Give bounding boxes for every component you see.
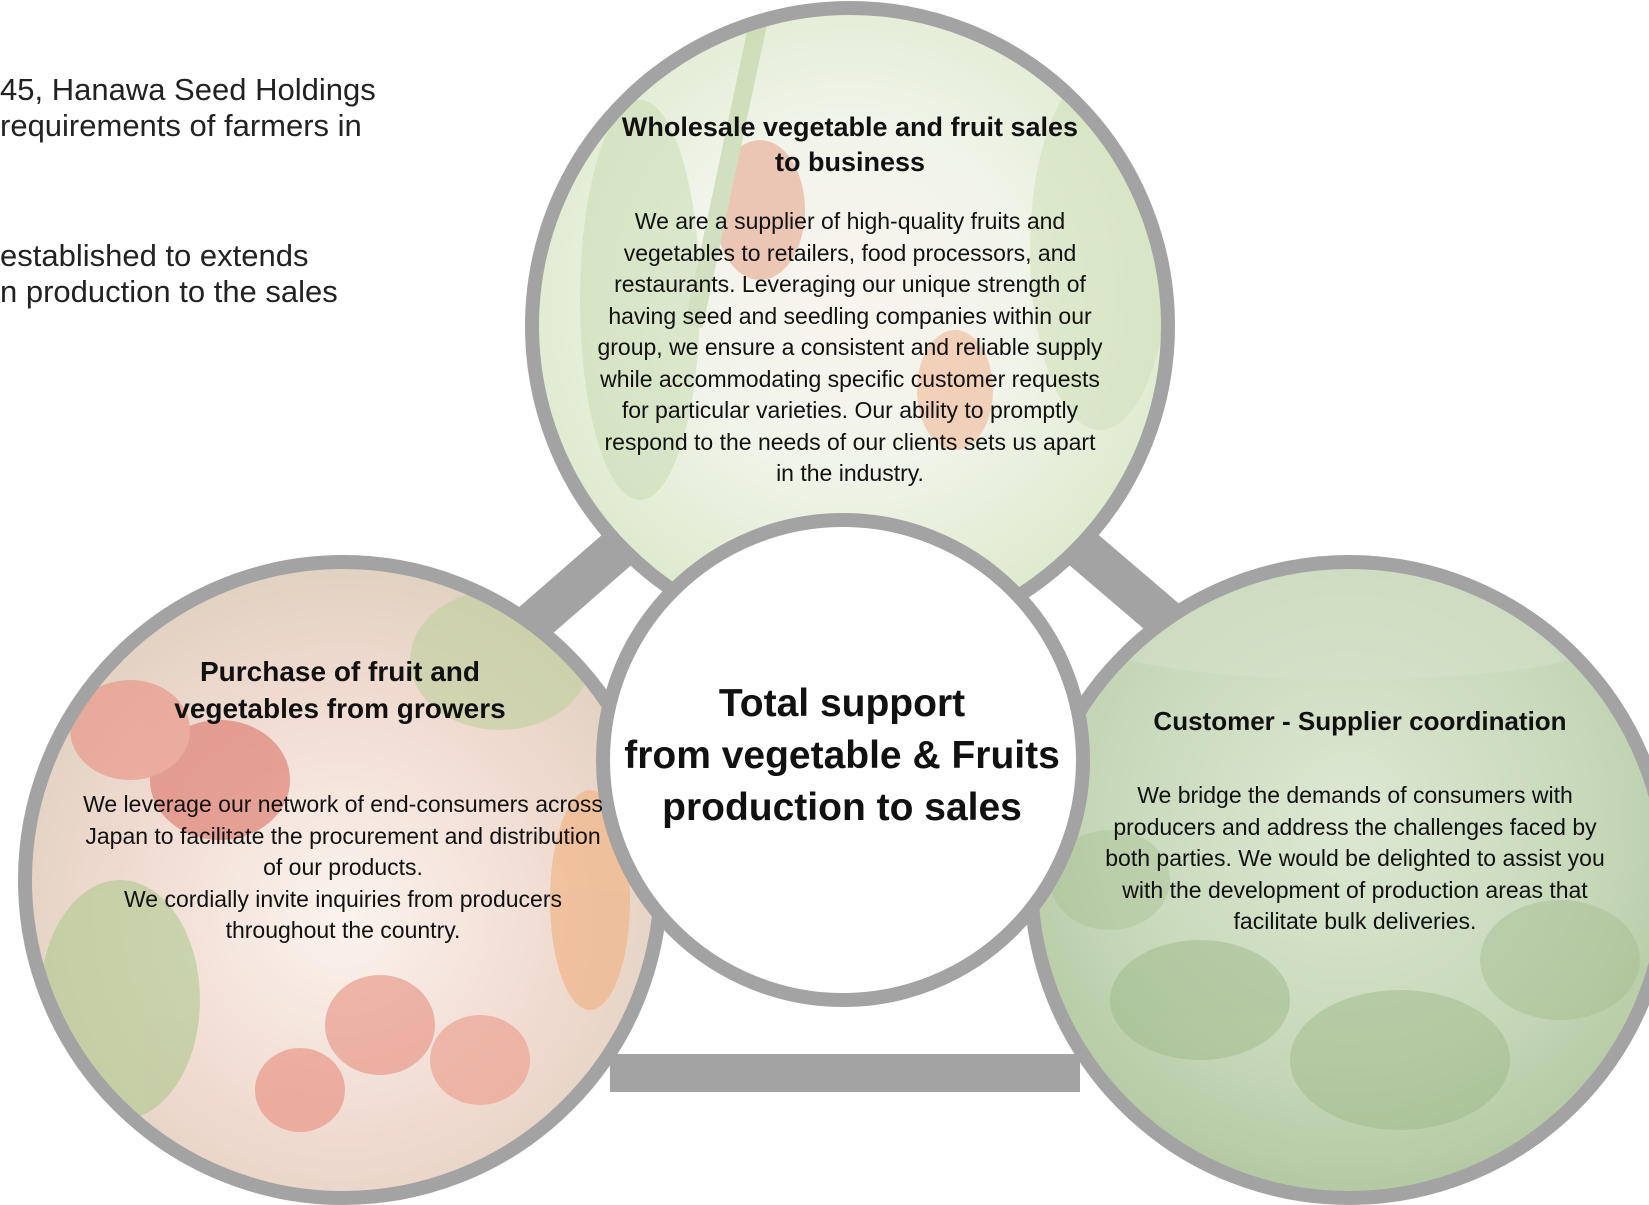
intro-line-2: requirements of farmers in [0,108,362,143]
right-bubble-title: Customer - Supplier coordination [1153,706,1567,736]
intro-line-3: established to extends [0,238,309,273]
center-bubble [596,513,1090,1007]
right-bubble-body: We bridge the demands of consumers with … [1105,782,1605,934]
center-title-line-3: production to sales [662,786,1022,829]
left-bubble-body-line-2: We cordially invite inquiries from produ… [123,885,563,944]
intro-text: 45, Hanawa Seed Holdings requirements of… [0,72,460,310]
left-bubble [18,555,668,1205]
intro-line-4: n production to the sales [0,274,338,309]
left-bubble-body: We leverage our network of end-consumers… [78,789,608,947]
left-bubble-body-line-1: We leverage our network of end-consumers… [83,791,603,880]
center-title-line-2: from vegetable & Fruits [624,734,1060,777]
center-title-line-1: Total support [718,682,966,725]
top-bubble-title: Wholesale vegetable and fruit sales to b… [621,112,1079,177]
connector-bottom [610,1054,1080,1092]
center-title: Total support from vegetable & Fruits pr… [597,678,1087,834]
left-bubble-title: Purchase of fruit and vegetables from gr… [174,656,506,724]
intro-line-1: 45, Hanawa Seed Holdings [0,72,376,107]
top-bubble-body: We are a supplier of high-quality fruits… [597,208,1103,486]
